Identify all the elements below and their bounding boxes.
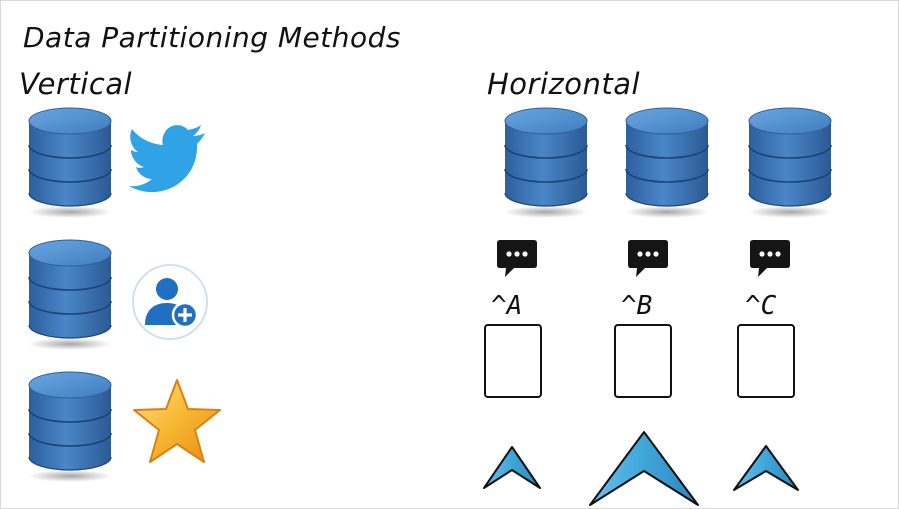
partition-label: ^C	[745, 291, 777, 321]
chat-bubble-icon	[627, 237, 669, 279]
database-icon	[745, 101, 835, 219]
partition-box	[614, 324, 672, 398]
partition-box	[484, 324, 542, 398]
up-chevron-icon	[733, 445, 799, 491]
database-icon	[25, 101, 115, 219]
horizontal-heading: Horizontal	[487, 67, 641, 101]
partition-label: ^A	[491, 291, 523, 321]
vertical-heading: Vertical	[19, 67, 133, 101]
database-icon	[25, 233, 115, 351]
add-user-icon	[132, 264, 208, 340]
twitter-bird-icon	[129, 125, 205, 193]
partition-box	[737, 324, 795, 398]
chat-bubble-icon	[749, 237, 791, 279]
partition-label: ^B	[621, 291, 653, 321]
star-icon	[133, 379, 221, 463]
up-chevron-icon	[483, 446, 541, 489]
chat-bubble-icon	[496, 237, 538, 279]
database-icon	[501, 101, 591, 219]
database-icon	[25, 365, 115, 483]
database-icon	[622, 101, 712, 219]
page-title: Data Partitioning Methods	[23, 21, 402, 54]
up-chevron-icon	[589, 431, 699, 506]
